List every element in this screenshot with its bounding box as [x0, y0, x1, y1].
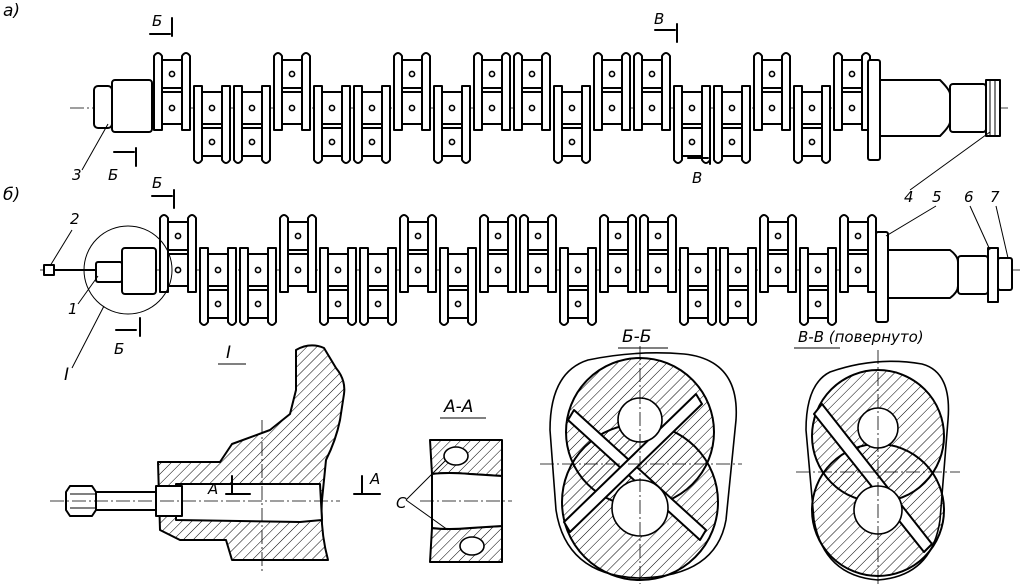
view-a-crank-throw	[673, 85, 711, 164]
view-a-label: а)	[3, 1, 20, 21]
section-v-label-top: В	[654, 10, 664, 28]
view-a-crank-throw	[433, 85, 471, 164]
section-bb-title: Б-Б	[622, 327, 651, 347]
callout-7: 7	[990, 188, 1000, 206]
section-b-label-bottom-b: Б	[114, 340, 124, 358]
detail-i-title: I	[226, 343, 231, 363]
view-b-crank-throw	[479, 214, 517, 293]
callout-6: 6	[964, 188, 974, 206]
section-b-b-view: Б-Б	[540, 327, 742, 584]
section-b-label-top-b: Б	[152, 174, 162, 192]
detail-circle-i	[83, 225, 173, 315]
view-b-crank-throw	[159, 214, 197, 293]
view-b-crank-throw	[759, 214, 797, 293]
view-b-crank-throw	[399, 214, 437, 293]
view-a-crank-throw	[273, 52, 311, 131]
view-b-crank-throw	[239, 247, 277, 326]
view-b-crank-throw	[199, 247, 237, 326]
view-b-crank-throw	[839, 214, 877, 293]
section-a-a-view: А-А С	[396, 397, 512, 563]
section-v-v-view: В-В (повернуто)	[794, 328, 960, 584]
view-b-crank-throw	[359, 247, 397, 326]
detail-i-view: I А А	[50, 343, 381, 572]
view-a-crank-throw	[833, 52, 871, 131]
view-a-crank-throw	[353, 85, 391, 164]
section-marks-view-b: Б Б	[114, 174, 175, 358]
view-a-crank-throw	[793, 85, 831, 164]
view-b-crank-throw	[519, 214, 557, 293]
view-a-crank-throw	[513, 52, 551, 131]
detail-i-callout: I	[64, 365, 69, 385]
callout-3: 3	[72, 166, 82, 184]
view-b-crank-throw	[559, 247, 597, 326]
section-b-label-top-a: Б	[152, 12, 162, 30]
view-a-crank-throw	[233, 85, 271, 164]
view-a-crank-throw	[313, 85, 351, 164]
view-a-crank-throw	[153, 52, 191, 131]
callout-5: 5	[932, 188, 942, 206]
view-a-crank-throw	[633, 52, 671, 131]
section-vv-title: В-В (повернуто)	[798, 328, 924, 346]
view-b-crank-throw	[279, 214, 317, 293]
view-b-crank-throw	[719, 247, 757, 326]
view-a-crank-throw	[753, 52, 791, 131]
section-a-label-right: А	[369, 470, 380, 488]
crankshaft-view-b	[40, 214, 1020, 326]
section-b-label-bottom-a: Б	[108, 166, 118, 184]
view-b-crank-throw	[319, 247, 357, 326]
view-a-crank-throw	[193, 85, 231, 164]
view-b-crank-throw	[599, 214, 637, 293]
section-a-label-left: А	[207, 480, 218, 498]
view-a-crank-throw	[393, 52, 431, 131]
view-a-crank-throw	[553, 85, 591, 164]
section-aa-title: А-А	[443, 397, 473, 417]
view-a-crank-throw	[713, 85, 751, 164]
view-b-crank-throw	[679, 247, 717, 326]
view-b-crank-throw	[439, 247, 477, 326]
view-a-crank-throw	[473, 52, 511, 131]
view-b-crank-throw	[639, 214, 677, 293]
view-a-crank-throw	[593, 52, 631, 131]
callout-1: 1	[68, 300, 78, 318]
view-b-label: б)	[3, 185, 20, 205]
section-v-label-bottom: В	[692, 169, 702, 187]
section-marks-view-a: Б Б В В	[108, 10, 711, 187]
callout-2: 2	[70, 210, 80, 228]
label-c: С	[396, 494, 407, 512]
callout-4: 4	[904, 188, 914, 206]
crankshaft-view-a	[70, 52, 1010, 164]
view-b-crank-throw	[799, 247, 837, 326]
